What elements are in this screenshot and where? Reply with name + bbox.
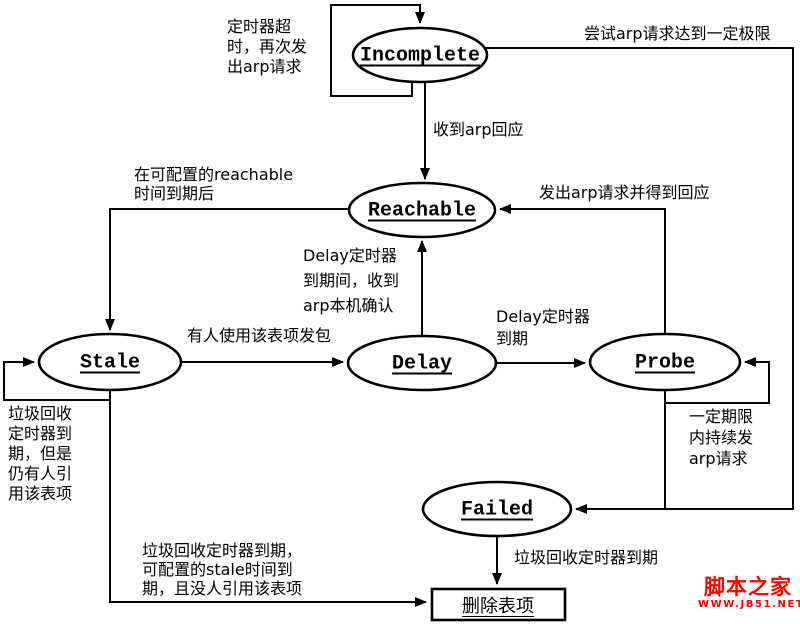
label-incomplete-to-reachable: 收到arp回应	[433, 120, 524, 139]
state-label-stale: Stale	[79, 351, 141, 375]
edge-probe-self	[666, 357, 770, 404]
label-stale-self: 垃圾回收 定时器到 期，但是 仍有人引 用该表项	[8, 404, 73, 503]
state-label-incomplete: Incomplete	[359, 44, 481, 68]
state-failed-ellipse	[421, 480, 573, 538]
state-incomplete-ellipse	[351, 26, 489, 84]
label-delay-to-reachable: Delay定时器 到期间，收到 arp本机确认	[303, 246, 400, 315]
edge-probe-to-reachable	[499, 204, 666, 335]
edge-reachable-to-stale	[105, 208, 349, 331]
label-stale-to-delete: 垃圾回收定时器到期， 可配置的stale时间到 期，且没人引用该表项	[142, 541, 303, 598]
state-probe-ellipse	[588, 332, 742, 392]
state-label-probe: Probe	[634, 351, 696, 375]
state-delete-entry-box	[430, 587, 567, 622]
watermark-site-url: WWW.JB51.NET	[698, 599, 800, 610]
state-delay-ellipse	[346, 334, 498, 392]
state-label-delay: Delay	[391, 352, 453, 376]
state-reachable-ellipse	[347, 181, 497, 239]
state-label-reachable: Reachable	[367, 199, 477, 223]
label-probe-self: 一定期限 内持续发 arp请求	[689, 407, 754, 468]
label-failed-to-delete: 垃圾回收定时器到期	[514, 548, 659, 567]
edge-incomplete-self	[330, 4, 425, 97]
edge-stale-to-delete	[109, 389, 427, 607]
state-label-delete-entry: 删除表项	[462, 596, 534, 617]
label-stale-to-delay: 有人使用该表项发包	[187, 326, 332, 345]
watermark: 脚本之家 WWW.JB51.NET	[698, 575, 800, 611]
edge-incomplete-to-failed	[485, 47, 794, 514]
state-stale-ellipse	[37, 332, 183, 392]
label-reachable-to-stale: 在可配置的reachable 时间到期后	[134, 165, 294, 203]
label-incomplete-self: 定时器超 时，再次发 出arp请求	[227, 17, 308, 76]
label-probe-to-reachable: 发出arp请求并得到回应	[539, 183, 710, 202]
edge-stale-self	[3, 357, 110, 401]
state-label-failed: Failed	[460, 498, 534, 522]
watermark-site-name: 脚本之家	[704, 575, 792, 599]
label-incomplete-to-failed: 尝试arp请求达到一定极限	[584, 24, 771, 43]
label-delay-to-probe: Delay定时器 到期	[496, 307, 590, 348]
